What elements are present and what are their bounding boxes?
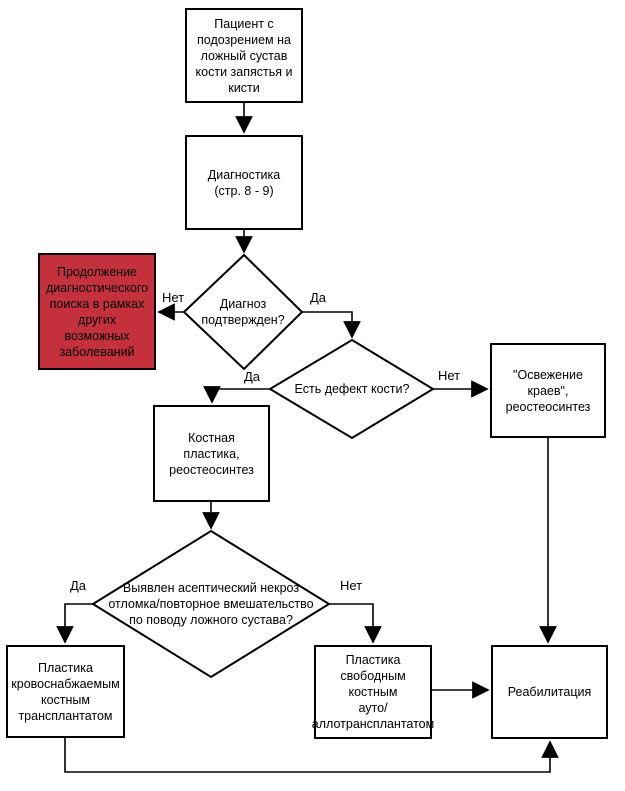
vascularized-graft-label: Пластика кровоснабжаемым костным транспл… bbox=[11, 660, 120, 723]
bone-plasty-label: Костная пластика, реостеосинтез bbox=[169, 430, 254, 477]
free-graft-node: Пластика свободным костным ауто/аллотран… bbox=[311, 645, 435, 739]
edge-necrosis-no bbox=[329, 603, 382, 644]
diagnosis-confirmed-diamond bbox=[182, 253, 304, 371]
edge-refresh-node: "Освежение краев", реостеосинтез bbox=[490, 343, 606, 438]
diagnostics-node: Диагностика (стр. 8 - 9) bbox=[185, 135, 303, 230]
rehabilitation-node: Реабилитация bbox=[491, 645, 608, 739]
edge-refresh-label: "Освежение краев", реостеосинтез bbox=[505, 367, 591, 414]
free-graft-label: Пластика свободным костным ауто/аллотран… bbox=[311, 653, 435, 731]
bone-plasty-node: Костная пластика, реостеосинтез bbox=[153, 405, 270, 502]
label-defect-yes: Да bbox=[244, 369, 261, 384]
edge-necrosis-yes bbox=[56, 603, 93, 644]
necrosis-question-diamond bbox=[91, 529, 331, 679]
edge-defect-yes bbox=[203, 386, 270, 404]
continue-diagnostics-box: Продолжение диагностического поиска в ра… bbox=[38, 253, 156, 370]
start-node: Пациент с подозрением на ложный сустав к… bbox=[185, 8, 303, 103]
bone-defect-diamond bbox=[268, 338, 435, 440]
label-defect-no: Нет bbox=[438, 368, 461, 383]
start-node-label: Пациент с подозрением на ложный сустав к… bbox=[195, 16, 293, 95]
edge-confirmed-yes bbox=[302, 311, 361, 339]
diagnosis-confirmed-label: Диагноз подтвержден? bbox=[201, 297, 285, 327]
edge-vascgraft-to-rehab bbox=[64, 738, 559, 773]
continue-diagnostics-label: Продолжение диагностического поиска в ра… bbox=[45, 264, 149, 359]
label-diagnosis-no: Нет bbox=[162, 290, 185, 305]
necrosis-question-label: Выявлен асептический некроз отломка/повт… bbox=[108, 581, 314, 627]
vascularized-graft-node: Пластика кровоснабжаемым костным транспл… bbox=[6, 645, 125, 738]
rehabilitation-label: Реабилитация bbox=[507, 685, 592, 699]
label-necrosis-yes: Да bbox=[70, 578, 87, 593]
diagnostics-node-label: Диагностика (стр. 8 - 9) bbox=[207, 167, 281, 198]
bone-defect-label: Есть дефект кости? bbox=[294, 382, 410, 396]
label-necrosis-no: Нет bbox=[340, 578, 363, 593]
label-diagnosis-yes: Да bbox=[310, 290, 327, 305]
